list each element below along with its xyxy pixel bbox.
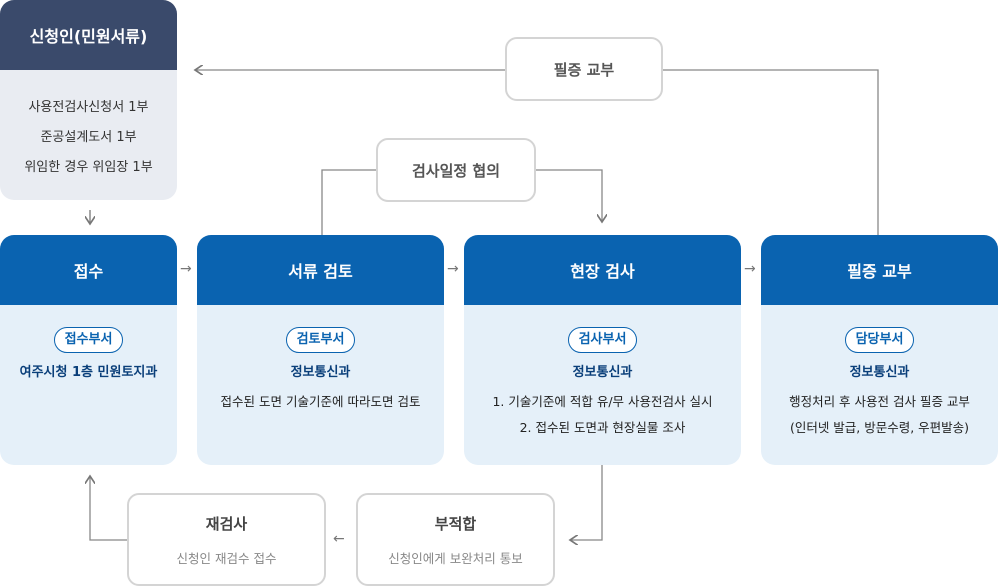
department-name: 여주시청 1층 민원토지과 <box>19 365 158 380</box>
department-badge: 접수부서 <box>53 327 124 353</box>
reinspect-to-reception-line <box>90 476 128 541</box>
step-document-review-header: 서류 검토 <box>197 235 444 305</box>
description-line: 1. 기술기준에 적합 유/무 사용전검사 실시 <box>492 394 713 409</box>
step-field-inspection-body: 검사부서 정보통신과 1. 기술기준에 적합 유/무 사용전검사 실시 2. 접… <box>464 305 741 465</box>
step-reception-header: 접수 <box>0 235 177 305</box>
step-certificate-header: 필증 교부 <box>761 235 998 305</box>
document-item: 준공설계도서 1부 <box>40 129 137 145</box>
department-badge: 검사부서 <box>567 327 638 353</box>
step-document-review-title: 서류 검토 <box>288 262 353 281</box>
step-description: 1. 기술기준에 적합 유/무 사용전검사 실시 2. 접수된 도면과 현장실물… <box>492 389 712 441</box>
department-name: 정보통신과 <box>290 365 351 380</box>
step-description: 행정처리 후 사용전 검사 필증 교부 (인터넷 발급, 방문수령, 우편발송) <box>789 389 970 441</box>
arrow-right-icon: → <box>744 261 756 277</box>
unfit-title: 부적합 <box>434 514 477 533</box>
description-line: 2. 접수된 도면과 현장실물 조사 <box>519 420 686 435</box>
applicant-title: 신청인(민원서류) <box>29 27 148 46</box>
unfit-box: 부적합 신청인에게 보완처리 통보 <box>356 493 555 586</box>
step-certificate-title: 필증 교부 <box>847 262 912 281</box>
step-field-inspection-header: 현장 검사 <box>464 235 741 305</box>
description-line: (인터넷 발급, 방문수령, 우편발송) <box>789 420 970 435</box>
certificate-issue-label: 필증 교부 <box>505 37 663 101</box>
department-name: 정보통신과 <box>572 365 633 380</box>
step-field-inspection-title: 현장 검사 <box>570 262 635 281</box>
schedule-coordination-text: 검사일정 협의 <box>411 161 501 180</box>
schedule-line-right <box>535 169 602 222</box>
document-item: 위임한 경우 위임장 1부 <box>24 159 153 175</box>
certificate-return-line <box>660 69 879 235</box>
step-reception-title: 접수 <box>73 262 104 281</box>
step-document-review-body: 검토부서 정보통신과 접수된 도면 기술기준에 따라도면 검토 <box>197 305 444 465</box>
arrow-left-icon: ← <box>333 531 345 547</box>
description-line: 접수된 도면 기술기준에 따라도면 검토 <box>220 394 421 409</box>
department-name: 정보통신과 <box>849 365 910 380</box>
step-certificate-body: 담당부서 정보통신과 행정처리 후 사용전 검사 필증 교부 (인터넷 발급, … <box>761 305 998 465</box>
department-badge: 담당부서 <box>844 327 915 353</box>
schedule-line-left <box>321 169 378 235</box>
step-reception-body: 접수부서 여주시청 1층 민원토지과 <box>0 305 177 465</box>
unfit-subtitle: 신청인에게 보완처리 통보 <box>388 550 523 566</box>
department-badge: 검토부서 <box>285 327 356 353</box>
reinspect-subtitle: 신청인 재검수 접수 <box>176 550 277 566</box>
schedule-coordination-label: 검사일정 협의 <box>376 138 536 202</box>
document-item: 사용전검사신청서 1부 <box>28 99 149 115</box>
applicant-documents: 사용전검사신청서 1부 준공설계도서 1부 위임한 경우 위임장 1부 <box>0 70 177 200</box>
applicant-header: 신청인(민원서류) <box>0 0 177 70</box>
step-description: 접수된 도면 기술기준에 따라도면 검토 <box>221 389 421 415</box>
reinspect-box: 재검사 신청인 재검수 접수 <box>127 493 326 586</box>
inspection-to-unfit-line <box>570 465 603 540</box>
certificate-issue-text: 필증 교부 <box>553 60 615 79</box>
arrow-right-icon: → <box>180 261 192 277</box>
arrow-right-icon: → <box>447 261 459 277</box>
description-line: 행정처리 후 사용전 검사 필증 교부 <box>789 394 970 409</box>
reinspect-title: 재검사 <box>205 514 248 533</box>
